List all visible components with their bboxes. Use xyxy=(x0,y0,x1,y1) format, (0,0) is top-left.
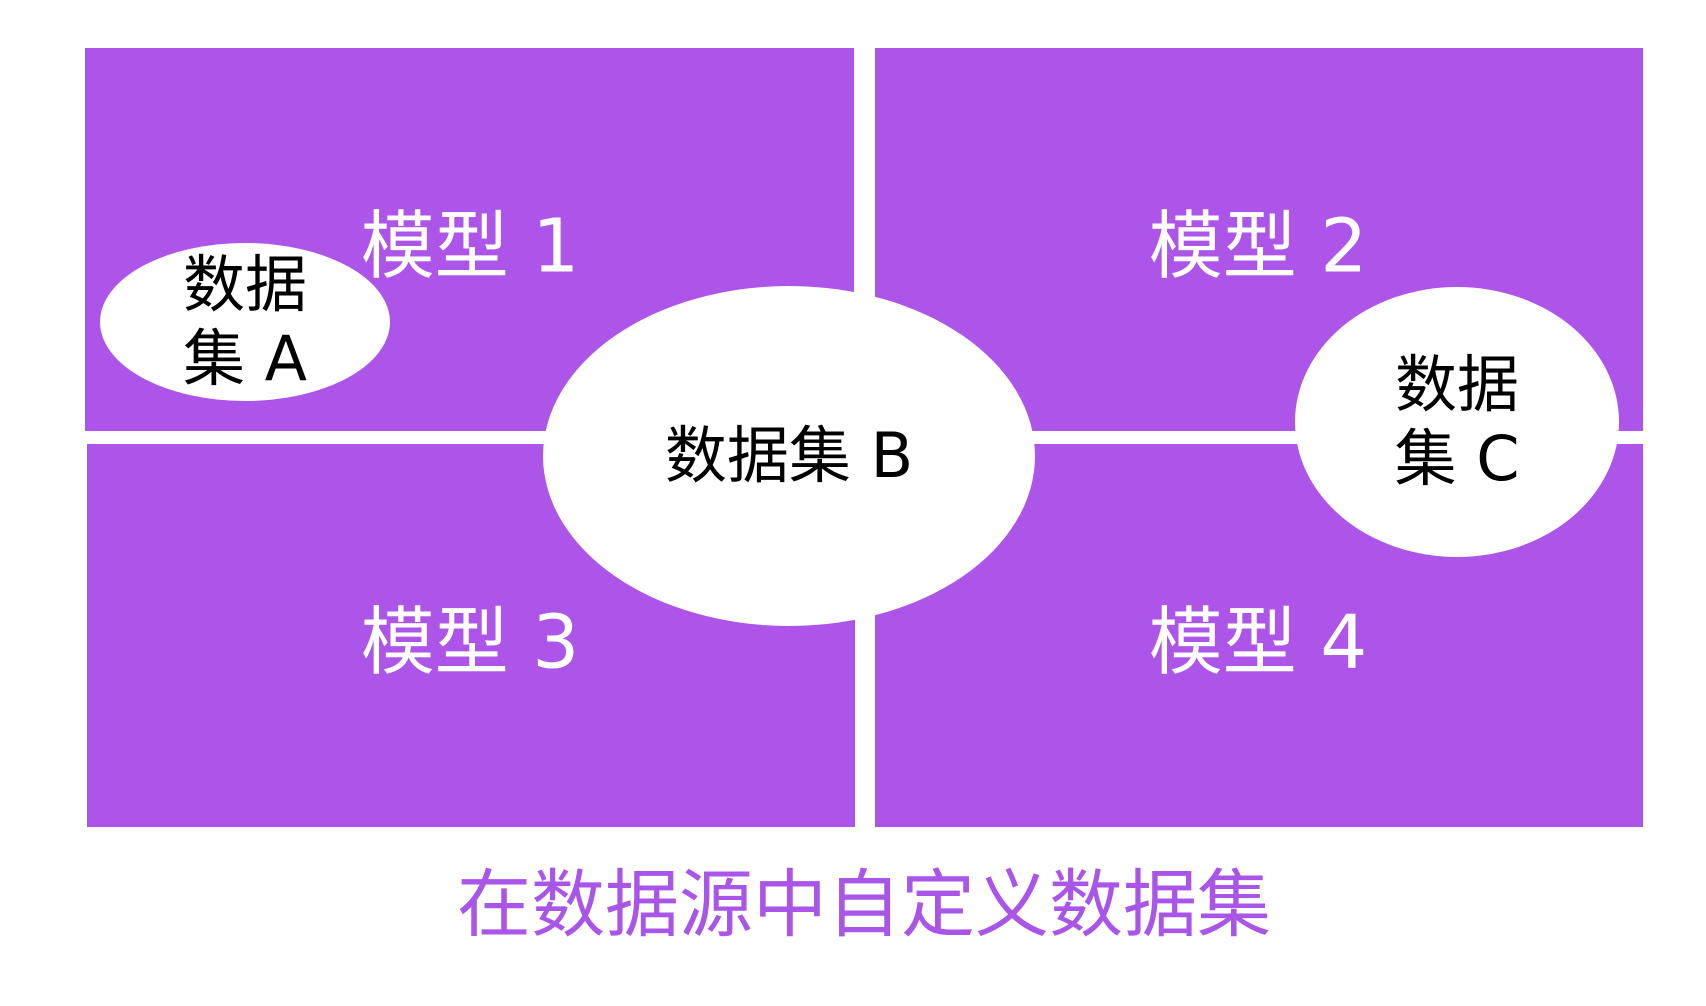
model-4-label: 模型 4 xyxy=(1148,599,1368,686)
dataset-c-line2: 集 C xyxy=(1394,422,1520,495)
dataset-b-label: 数据集 B xyxy=(664,418,914,492)
dataset-c-line1: 数据 xyxy=(1394,347,1519,421)
dataset-a: 数据集 A xyxy=(100,243,390,401)
model-2-label: 模型 2 xyxy=(1148,203,1368,290)
dataset-a-line1: 数据 xyxy=(182,247,307,321)
dataset-c: 数据集 C xyxy=(1295,287,1619,557)
dataset-b: 数据集 B xyxy=(543,286,1035,626)
model-1-label: 模型 1 xyxy=(360,203,580,290)
dataset-a-line2: 集 A xyxy=(182,322,308,395)
diagram-caption: 在数据源中自定义数据集 xyxy=(457,862,1271,948)
model-3-label: 模型 3 xyxy=(360,599,580,686)
